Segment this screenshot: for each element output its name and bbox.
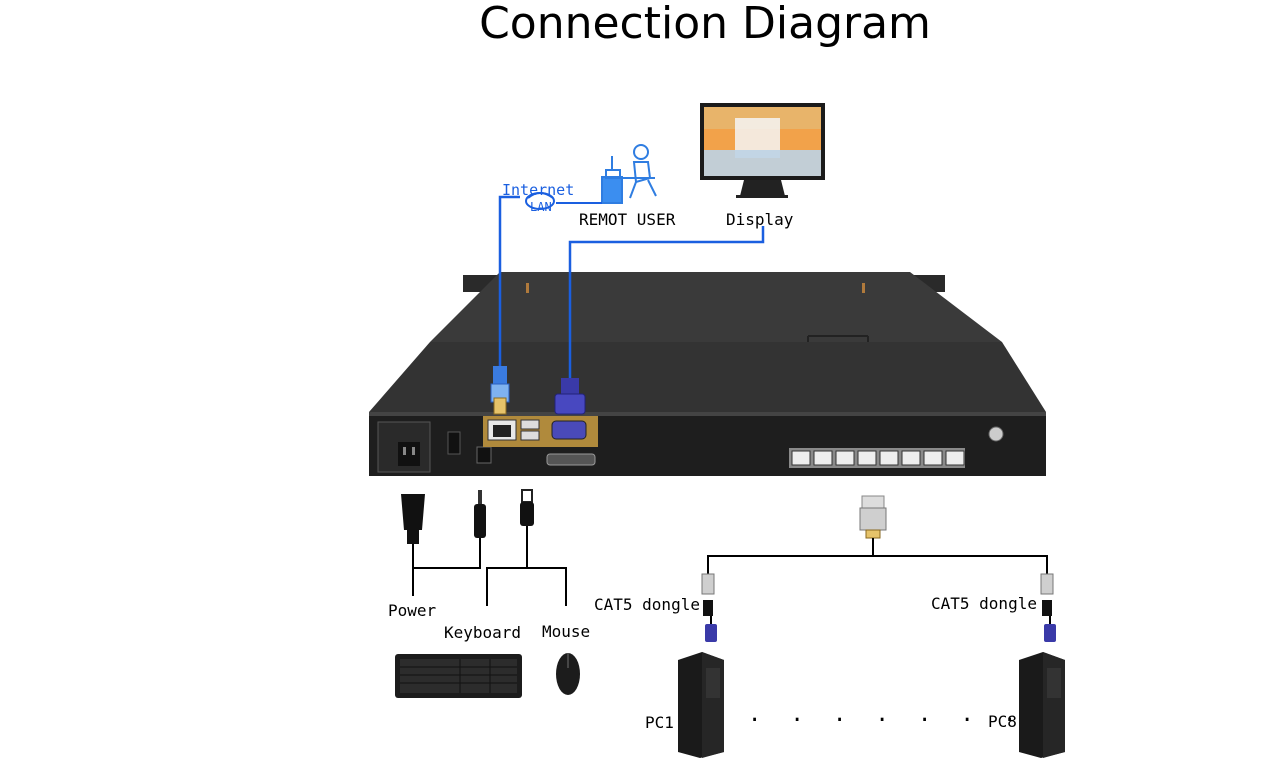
pc1-tower-icon bbox=[678, 652, 724, 758]
display-icon bbox=[700, 103, 825, 198]
usb-port-2 bbox=[520, 430, 540, 441]
usb-port-1 bbox=[520, 419, 540, 430]
lan-label: LAN bbox=[530, 200, 552, 214]
lan-cable bbox=[498, 195, 520, 368]
pc8-tower-icon bbox=[1019, 652, 1065, 758]
lan-globe-icon bbox=[525, 192, 555, 210]
pc8-label: PC8 bbox=[988, 712, 1017, 731]
power-inlet bbox=[377, 421, 431, 473]
keyboard-label: Keyboard bbox=[444, 623, 522, 642]
display-label: Display bbox=[726, 210, 794, 229]
power-cord-plug-icon bbox=[401, 494, 425, 544]
page-title: Connection Diagram bbox=[479, 0, 931, 49]
mouse-icon bbox=[556, 653, 580, 695]
remote-user-label: REMOT USER bbox=[579, 210, 676, 229]
rj45-port-bank bbox=[789, 448, 965, 468]
mouse-label: Mouse bbox=[542, 622, 591, 641]
usb-plug-icon bbox=[520, 489, 534, 526]
rj45-hub-plug-icon bbox=[859, 495, 887, 539]
cat5-wire-right bbox=[873, 555, 1048, 578]
power-label: Power bbox=[388, 601, 437, 620]
vga-cable bbox=[568, 226, 765, 380]
power-switch bbox=[447, 431, 461, 455]
cat5-dongle-right-icon bbox=[1040, 573, 1056, 642]
daisy-chain-port bbox=[546, 453, 596, 466]
keyboard-icon bbox=[395, 654, 522, 698]
cat5-wire-left bbox=[707, 538, 874, 578]
remote-user-icon bbox=[601, 144, 657, 204]
lan-plug-icon bbox=[490, 366, 510, 415]
pc-range-dots: . . . . . . . bbox=[748, 702, 1025, 727]
vga-plug-icon bbox=[554, 378, 586, 415]
pc1-label: PC1 bbox=[645, 713, 674, 732]
cat5-dongle-right-label: CAT5 dongle bbox=[931, 594, 1037, 613]
ground-screw bbox=[988, 426, 1004, 442]
vga-port bbox=[551, 420, 587, 440]
cat5-dongle-left-label: CAT5 dongle bbox=[594, 595, 700, 614]
internet-label: Internet bbox=[502, 181, 575, 199]
dc-plug-icon bbox=[474, 490, 486, 538]
kvm-switch-chassis bbox=[369, 272, 1046, 476]
cat5-dongle-left-icon bbox=[701, 573, 717, 642]
power-wire bbox=[412, 538, 481, 569]
usb-wire bbox=[486, 526, 528, 606]
dc-jack bbox=[476, 446, 492, 464]
